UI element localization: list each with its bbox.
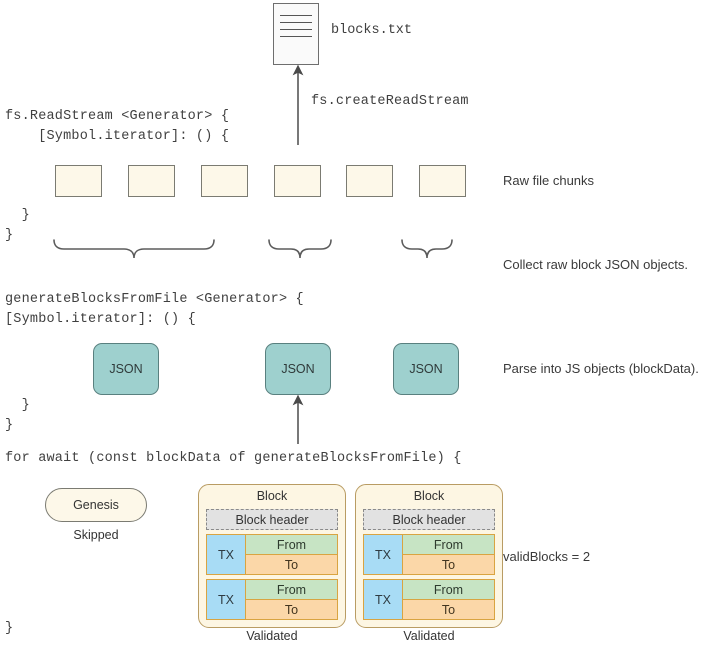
json-object-2: JSON: [265, 343, 331, 395]
block-card-2-title: Block: [413, 489, 445, 503]
tx-to-label: To: [403, 600, 495, 620]
valid-blocks-label: validBlocks = 2: [503, 549, 591, 564]
tx-label: TX: [206, 534, 246, 575]
chunk-4: [274, 165, 321, 197]
block-card-2-tx-2: TX From To: [363, 579, 495, 620]
tx-from-label: From: [403, 579, 495, 600]
block-card-1-tx-1: TX From To: [206, 534, 338, 575]
create-read-stream-label: fs.createReadStream: [311, 94, 469, 109]
tx-to-label: To: [403, 555, 495, 575]
for-await-close-line: }: [5, 621, 14, 636]
chunk-3: [201, 165, 248, 197]
readstream-open-line-2: [Symbol.iterator]: () {: [5, 129, 230, 144]
block-card-1-caption: Validated: [246, 629, 298, 643]
block-card-2-tx-1: TX From To: [363, 534, 495, 575]
block-card-2: Block Block header TX From To TX From To: [355, 484, 503, 628]
tx-label: TX: [363, 534, 403, 575]
block-card-1-title: Block: [256, 489, 288, 503]
tx-from-label: From: [246, 534, 338, 555]
tx-label: TX: [363, 579, 403, 620]
block-card-1-tx-2: TX From To: [206, 579, 338, 620]
block-card-1: Block Block header TX From To TX From To: [198, 484, 346, 628]
tx-label: TX: [206, 579, 246, 620]
json-object-2-label: JSON: [281, 362, 315, 376]
json-object-1: JSON: [93, 343, 159, 395]
genesis-label: Genesis: [73, 498, 119, 512]
file-name-label: blocks.txt: [331, 23, 413, 38]
block-card-1-header: Block header: [206, 509, 338, 530]
for-await-open-line: for await (const blockData of generateBl…: [5, 451, 462, 466]
tx-to-label: To: [246, 555, 338, 575]
generator-close-line-1: }: [5, 398, 30, 413]
readstream-close-line-2: }: [5, 228, 14, 243]
generator-open-line-2: [Symbol.iterator]: () {: [5, 312, 196, 327]
brace-group-2: [268, 239, 332, 259]
chunk-5: [346, 165, 393, 197]
tx-to-label: To: [246, 600, 338, 620]
tx-from-label: From: [403, 534, 495, 555]
block-card-2-caption: Validated: [403, 629, 455, 643]
readstream-open-line-1: fs.ReadStream <Generator> {: [5, 109, 230, 124]
generator-close-line-2: }: [5, 418, 14, 433]
brace-group-3: [401, 239, 453, 259]
block-card-2-header: Block header: [363, 509, 495, 530]
collect-json-label: Collect raw block JSON objects.: [503, 257, 688, 272]
json-object-1-label: JSON: [109, 362, 143, 376]
chunk-1: [55, 165, 102, 197]
generator-open-line-1: generateBlocksFromFile <Generator> {: [5, 292, 304, 307]
chunk-6: [419, 165, 466, 197]
file-lines-glyph: [280, 15, 312, 43]
brace-group-1: [53, 239, 215, 259]
genesis-block: Genesis: [45, 488, 147, 522]
text-file-icon: [273, 3, 319, 65]
genesis-caption: Skipped: [73, 528, 119, 542]
readstream-close-line-1: }: [5, 208, 30, 223]
raw-file-chunks-label: Raw file chunks: [503, 173, 595, 188]
parse-js-objects-label: Parse into JS objects (blockData).: [503, 361, 699, 376]
chunk-2: [128, 165, 175, 197]
json-object-3-label: JSON: [409, 362, 443, 376]
json-object-3: JSON: [393, 343, 459, 395]
tx-from-label: From: [246, 579, 338, 600]
